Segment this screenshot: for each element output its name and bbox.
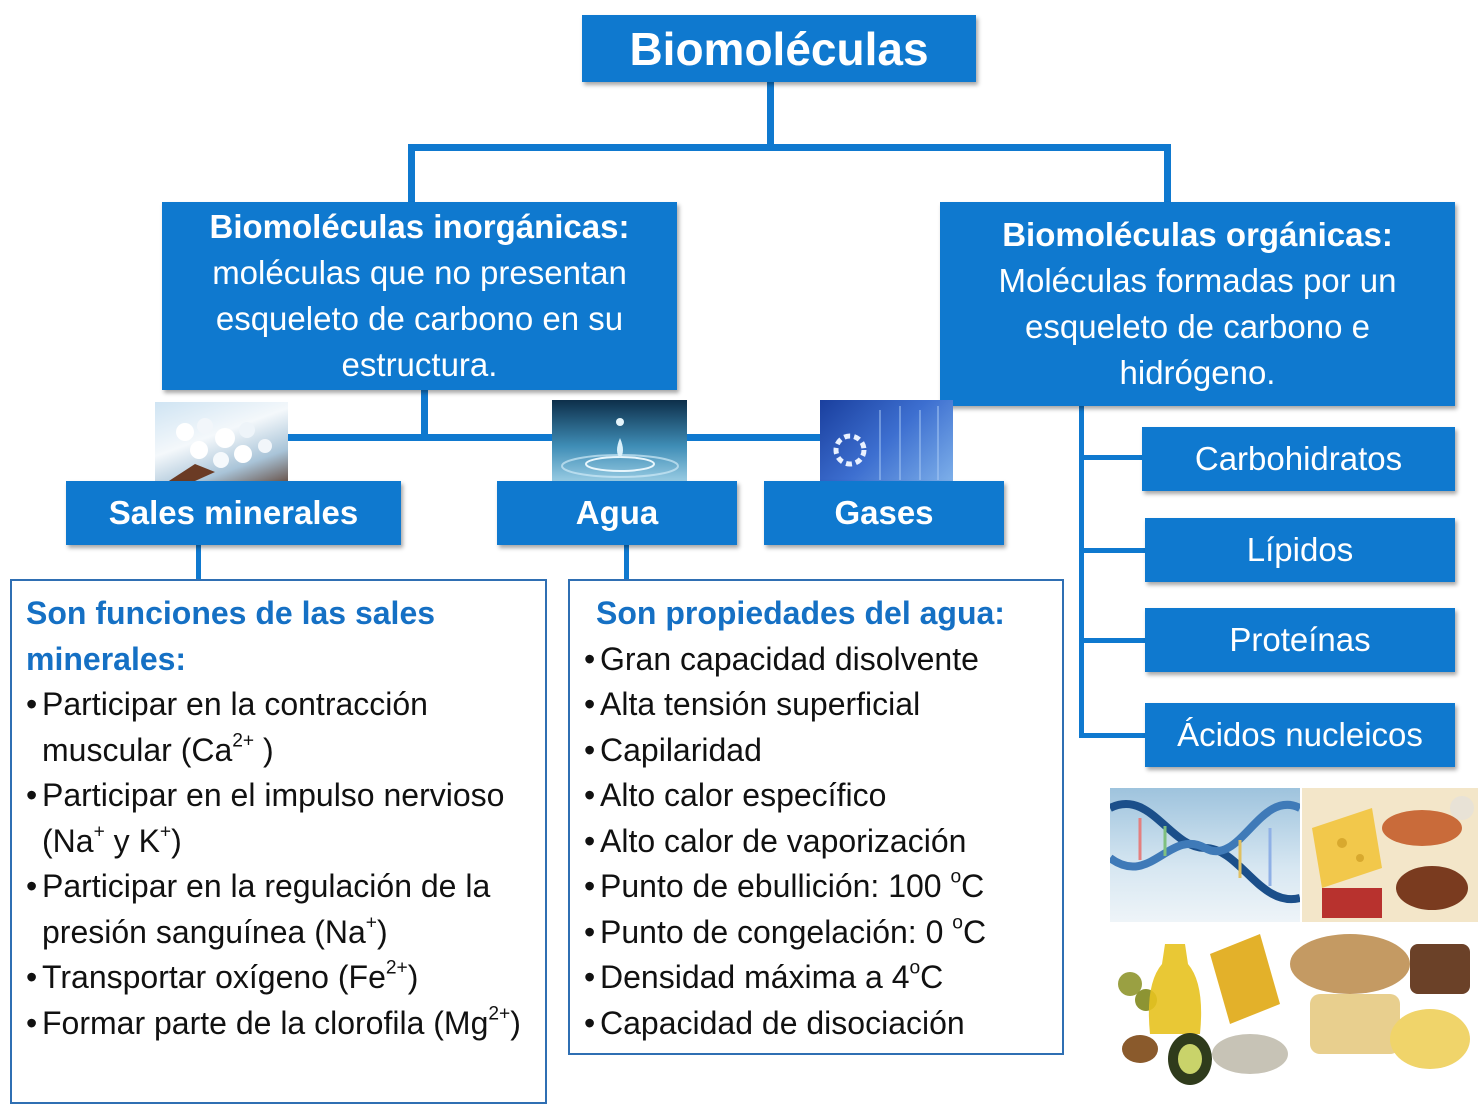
- item-text: C: [962, 913, 987, 950]
- carbohidratos-box: Carbohidratos: [1142, 427, 1455, 491]
- connector: [1079, 405, 1084, 738]
- item-text: Gran capacidad disolvente: [600, 640, 979, 677]
- organic-description: Moléculas formadas por un esqueleto de c…: [998, 262, 1397, 391]
- inorganic-box: Biomoléculas inorgánicas: moléculas que …: [162, 202, 677, 390]
- agua-panel-heading: Son propiedades del agua:: [596, 595, 1005, 631]
- superscript: +: [93, 821, 105, 843]
- superscript: o: [950, 866, 962, 888]
- item-text: Densidad máxima a 4: [600, 959, 910, 995]
- item-text: Participar en el impulso nervioso (Na: [42, 777, 505, 859]
- connector: [1079, 548, 1145, 553]
- sales-function-item: Participar en la regulación de la presió…: [26, 864, 533, 955]
- superscript: +: [159, 821, 172, 843]
- sales-function-item: Participar en la contracción muscular (C…: [26, 682, 533, 773]
- item-text: Participar en la contracción muscular (C…: [42, 686, 428, 768]
- item-text: Alta tensión superficial: [600, 686, 921, 722]
- title-box: Biomoléculas: [582, 15, 976, 82]
- item-text: Punto de congelación: 0: [600, 913, 953, 950]
- superscript: o: [909, 957, 921, 979]
- water-property-item: Gran capacidad disolvente: [584, 637, 1050, 683]
- gas-molecule-image: [820, 400, 953, 484]
- water-properties-panel: Son propiedades del agua: Gran capacidad…: [568, 579, 1064, 1055]
- item-text: Formar parte de la clorofila (Mg: [42, 1004, 489, 1041]
- sales-minerales-label: Sales minerales: [108, 494, 359, 531]
- agua-label: Agua: [575, 494, 659, 531]
- sales-function-item: Participar en el impulso nervioso (Na+ y…: [26, 773, 533, 864]
- water-property-item: Punto de congelación: 0 oC: [584, 910, 1050, 956]
- connector: [1079, 455, 1145, 460]
- connector: [1079, 733, 1145, 738]
- item-text: Capacidad de disociación: [600, 1004, 965, 1041]
- food-protein-image: [1302, 788, 1478, 922]
- connector: [408, 144, 1171, 151]
- salt-crystals-image: [155, 402, 288, 490]
- item-text: ): [376, 913, 388, 950]
- lipidos-box: Lípidos: [1145, 518, 1455, 582]
- organic-box: Biomoléculas orgánicas: Moléculas formad…: [940, 202, 1455, 406]
- item-text: ): [510, 1004, 521, 1041]
- sales-functions-panel: Son funciones de las sales minerales: Pa…: [10, 579, 547, 1104]
- water-drop-image: [552, 400, 687, 484]
- water-property-item: Densidad máxima a 4oC: [584, 955, 1050, 1001]
- proteinas-label: Proteínas: [1229, 621, 1371, 658]
- sales-function-item: Transportar oxígeno (Fe2+): [26, 955, 533, 1001]
- water-property-item: Capacidad de disociación: [584, 1001, 1050, 1047]
- water-property-item: Alta tensión superficial: [584, 682, 1050, 728]
- inorganic-heading: Biomoléculas inorgánicas:: [209, 208, 630, 245]
- item-text: y K: [104, 822, 160, 859]
- item-text: Alto calor específico: [600, 777, 887, 813]
- item-text: ): [254, 731, 274, 768]
- item-text: Alto calor de vaporización: [600, 822, 967, 859]
- superscript: 2+: [385, 957, 408, 979]
- food-lipid-carb-image: [1110, 924, 1478, 1088]
- item-text: C: [961, 868, 985, 904]
- sales-minerales-box: Sales minerales: [66, 481, 401, 545]
- item-text: ): [407, 959, 419, 995]
- acidos-nucleicos-label: Ácidos nucleicos: [1177, 716, 1423, 753]
- item-text: Capilaridad: [600, 731, 762, 768]
- water-property-item: Alto calor específico: [584, 773, 1050, 819]
- item-text: Participar en la regulación de la presió…: [42, 868, 491, 950]
- gases-box: Gases: [764, 481, 1004, 545]
- gases-label: Gases: [834, 494, 934, 531]
- carbohidratos-label: Carbohidratos: [1194, 440, 1403, 477]
- agua-box: Agua: [497, 481, 737, 545]
- connector: [196, 545, 201, 579]
- connector: [1079, 638, 1145, 643]
- item-text: ): [171, 822, 182, 859]
- connector: [624, 545, 629, 579]
- sales-functions-list: Participar en la contracción muscular (C…: [26, 682, 533, 1046]
- dna-image: [1110, 788, 1300, 922]
- connector: [421, 390, 428, 438]
- proteinas-box: Proteínas: [1145, 608, 1455, 672]
- title-text: Biomoléculas: [629, 22, 929, 75]
- water-property-item: Alto calor de vaporización: [584, 819, 1050, 865]
- item-text: Transportar oxígeno (Fe: [42, 959, 386, 995]
- water-property-item: Punto de ebullición: 100 oC: [584, 864, 1050, 910]
- lipidos-label: Lípidos: [1246, 531, 1354, 568]
- inorganic-description: moléculas que no presentan esqueleto de …: [212, 254, 627, 383]
- superscript: o: [952, 912, 963, 934]
- organic-heading: Biomoléculas orgánicas:: [1002, 216, 1393, 253]
- connector: [767, 82, 774, 146]
- superscript: +: [365, 912, 377, 934]
- superscript: 2+: [232, 730, 255, 752]
- item-text: C: [920, 959, 944, 995]
- superscript: 2+: [488, 1003, 511, 1025]
- connector: [1164, 144, 1171, 204]
- acidos-nucleicos-box: Ácidos nucleicos: [1145, 703, 1455, 767]
- connector: [408, 144, 415, 204]
- item-text: Punto de ebullición: 100: [600, 868, 951, 904]
- connector: [195, 434, 880, 441]
- sales-panel-heading: Son funciones de las sales minerales:: [26, 595, 436, 677]
- water-properties-list: Gran capacidad disolventeAlta tensión su…: [584, 637, 1050, 1047]
- sales-function-item: Formar parte de la clorofila (Mg2+): [26, 1001, 533, 1047]
- water-property-item: Capilaridad: [584, 728, 1050, 774]
